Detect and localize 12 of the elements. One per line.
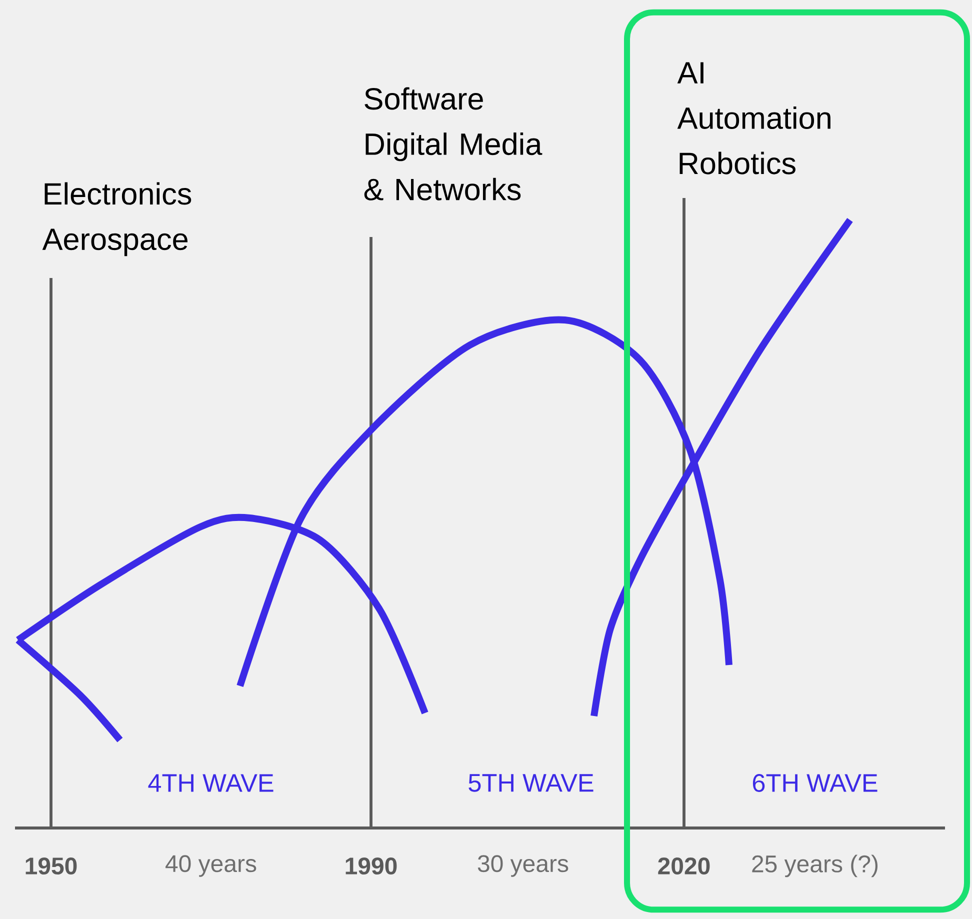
duration-label: 40 years bbox=[166, 855, 256, 877]
year-label: 1950 bbox=[26, 857, 77, 874]
wave-label: 4TH WAVE bbox=[148, 774, 274, 792]
category-text: Software Digital Media & Networks bbox=[364, 87, 542, 200]
year-label: 2020 bbox=[658, 857, 710, 874]
wave-label: 5TH WAVE bbox=[468, 774, 594, 792]
year-label: 1990 bbox=[346, 857, 397, 874]
wave-label: 6TH WAVE bbox=[752, 774, 878, 792]
duration-label: 30 years bbox=[478, 855, 568, 877]
category-text: AI Automation Robotics bbox=[677, 62, 830, 174]
category-text: Electronics Aerospace bbox=[42, 182, 192, 256]
duration-label: 25 years (?) bbox=[752, 854, 878, 878]
